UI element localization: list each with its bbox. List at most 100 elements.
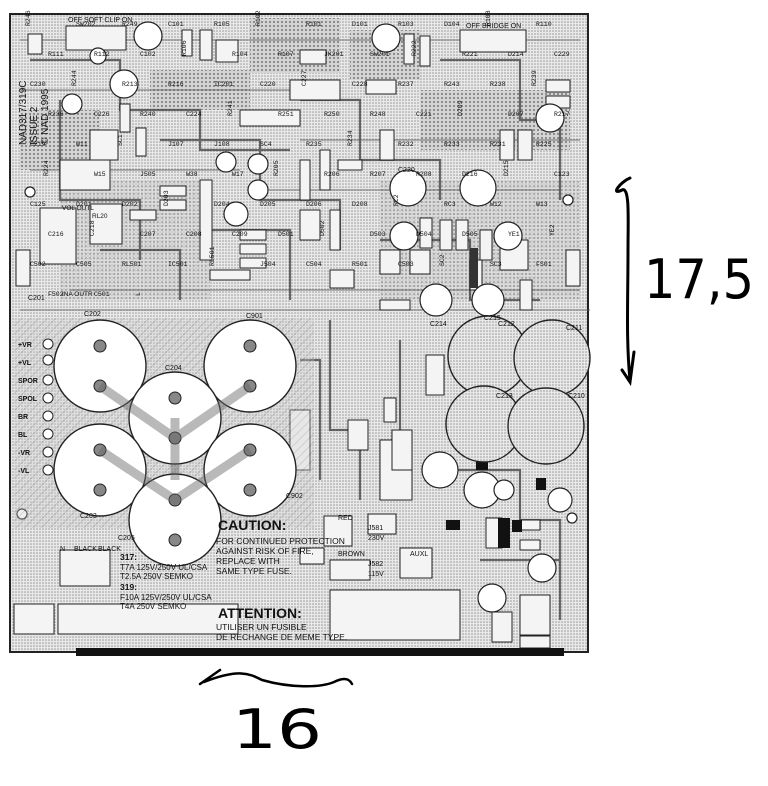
capacitor-label: C204 <box>165 365 182 372</box>
component-label: D216 <box>462 171 478 178</box>
component-label: RC3 <box>444 201 456 208</box>
component-label: W38 <box>186 171 198 178</box>
fuse-317-label: 317: <box>120 552 137 562</box>
component-label: R249 <box>122 21 138 28</box>
component-label: C216 <box>48 231 64 238</box>
voltage-label: 230V <box>368 535 385 542</box>
component-label: C218 <box>89 220 96 236</box>
terminal-label: SPOL <box>18 396 38 403</box>
component-label: R246 <box>25 10 32 26</box>
component-label: C227 <box>301 70 308 86</box>
component-label: D209 <box>457 100 464 116</box>
component-label: R110 <box>536 21 552 28</box>
component-label: D201 <box>76 201 92 208</box>
height-bracket <box>615 176 636 387</box>
dark-parts <box>446 248 546 548</box>
component-label: R231 <box>490 141 506 148</box>
component-label: D505 <box>462 231 478 238</box>
capacitor-label: C205 <box>118 535 135 542</box>
component-label: C125 <box>30 201 46 208</box>
component-label: R104 <box>232 51 248 58</box>
component-label: C221 <box>416 111 432 118</box>
capacitor-label: C201 <box>28 295 45 302</box>
model-label: © NAD 1995 <box>40 88 51 145</box>
component-label: C504 <box>306 261 322 268</box>
component-label: SC1 <box>117 134 124 146</box>
caution-line: FOR CONTINUED PROTECTION <box>216 536 345 546</box>
voltage-label: AUXL <box>410 551 428 558</box>
component-label: R248 <box>370 111 386 118</box>
component-label: R102 <box>255 10 262 26</box>
component-label: J108 <box>214 141 230 148</box>
component-label: R112 <box>94 51 110 58</box>
small-label: INA OUTR <box>62 291 93 298</box>
component-label: C230 <box>30 81 46 88</box>
component-label: C226 <box>94 111 110 118</box>
terminal-label: BR <box>18 414 28 421</box>
component-label: R238 <box>490 81 506 88</box>
component-label: C502 <box>30 261 46 268</box>
component-label: D502 <box>319 220 326 236</box>
component-label: RL501 <box>122 261 142 268</box>
fuse-319-line: T4A 250V SEMKO <box>120 602 186 611</box>
component-label: D203 <box>163 190 170 206</box>
capacitor-label: C214 <box>430 321 447 328</box>
component-label: C505 <box>76 261 92 268</box>
voltage-label: RED <box>338 515 353 522</box>
component-label: SC2 <box>439 254 446 266</box>
component-label: D104 <box>444 21 460 28</box>
component-label: D205 <box>260 201 276 208</box>
component-label: J505 <box>140 171 156 178</box>
component-label: C229 <box>554 51 570 58</box>
component-label: J107 <box>168 141 184 148</box>
switch-label: OFF BRIDGE ON <box>466 23 521 30</box>
component-label: C207 <box>140 231 156 238</box>
capacitor-label: C210 <box>568 393 585 400</box>
component-label: D206 <box>306 201 322 208</box>
capacitor-label: C215 <box>484 315 501 322</box>
component-label: SW202 <box>76 21 96 28</box>
component-label: C101 <box>168 21 184 28</box>
voltage-label: J581 <box>368 525 383 532</box>
switch-label: OFF SOFT CLIP ON <box>68 17 132 24</box>
attention-title: ATTENTION: <box>218 605 302 621</box>
small-capacitors <box>61 21 573 613</box>
component-label: C220 <box>260 81 276 88</box>
component-label: R106 <box>181 40 188 56</box>
width-bracket <box>198 668 354 688</box>
component-label: D207 <box>508 111 524 118</box>
wire-label: N <box>60 546 65 553</box>
component-label: R239 <box>531 70 538 86</box>
component-label: R251 <box>278 111 294 118</box>
component-label: W13 <box>536 201 548 208</box>
capacitor-label: C902 <box>286 493 303 500</box>
component-label: R235 <box>306 141 322 148</box>
component-label: C219 <box>30 141 46 148</box>
components <box>13 25 581 649</box>
caution-line: REPLACE WITH <box>216 556 280 566</box>
terminal-pads <box>42 338 54 476</box>
width-annotation: 16 <box>232 698 322 761</box>
component-label: R107 <box>278 51 294 58</box>
component-label: R206 <box>324 171 340 178</box>
capacitor-label: C211 <box>566 325 582 332</box>
component-label: C228 <box>352 81 368 88</box>
component-label: R224 <box>43 160 50 176</box>
fuse-319-label: 319: <box>120 582 137 592</box>
component-label: R221 <box>462 51 478 58</box>
terminal-label: SPOR <box>18 378 38 385</box>
attention-line: DE RECHANGE DE MEME TYPE. <box>216 632 347 642</box>
caution-line: SAME TYPE FUSE. <box>216 566 292 576</box>
component-label: D501 <box>278 231 294 238</box>
caution-line: AGAINST RISK OF FIRE, <box>216 546 314 556</box>
component-label: C224 <box>186 111 202 118</box>
component-label: FS01 <box>536 261 552 268</box>
attention-line: UTILISER UN FUSIBLE <box>216 622 307 632</box>
component-label: SC4 <box>260 141 272 148</box>
capacitor-label: C901 <box>246 313 263 320</box>
component-label: R217 <box>554 111 570 118</box>
component-label: R501 <box>352 261 368 268</box>
component-label: R216 <box>168 81 184 88</box>
component-label: R250 <box>324 111 340 118</box>
component-label: R108 <box>485 10 492 26</box>
